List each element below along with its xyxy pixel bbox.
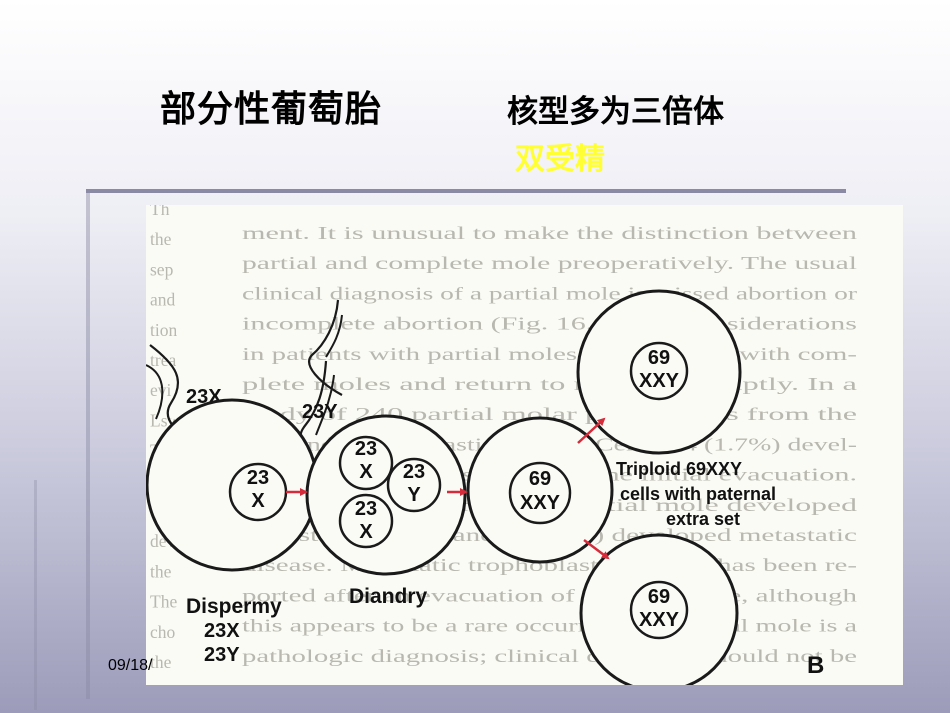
- figure-image: ment. It is unusual to make the distinct…: [146, 205, 903, 685]
- panel-label: B: [807, 652, 824, 679]
- margin-text-fragment: and: [150, 290, 176, 310]
- margin-text-fragment: The: [150, 592, 177, 612]
- margin-text-fragment: evi: [150, 380, 172, 400]
- margin-text-fragment: the: [150, 229, 172, 249]
- background-text-line: in patients with partial moles than in t…: [242, 344, 857, 364]
- margin-text-fragment: the: [150, 652, 172, 672]
- sperm-tail-diandry-2: [325, 314, 343, 358]
- diandry-nucleus-bottom-number: 23: [355, 498, 377, 520]
- dispermy-nucleus-number: 23: [247, 467, 269, 489]
- arrow-zygote-to-triploid-bottom: [583, 539, 610, 560]
- triploid-nucleus-bottom: [629, 580, 689, 640]
- background-text-line: ported after an evacuation of a partial …: [242, 585, 857, 605]
- background-text-line: this appears to be a rare occurrence. A …: [242, 616, 857, 636]
- sperm-tail-left-2: [146, 364, 164, 420]
- diandry-nucleus-top-number: 23: [355, 438, 377, 460]
- triploid-bottom-karyotype: XXY: [639, 609, 680, 631]
- background-text-line: clinical diagnosis of a partial mole is …: [242, 283, 857, 303]
- diandry-nucleus-top: [338, 435, 394, 491]
- diandry-nucleus-bottom: [338, 493, 394, 549]
- dispermy-nucleus-chromosome: X: [251, 490, 265, 512]
- slide-highlight: 双受精: [515, 142, 605, 177]
- margin-text-fragment: tion: [150, 320, 177, 340]
- diandry-nucleus-right-chromosome: Y: [407, 484, 421, 506]
- triploid-nucleus-top: [629, 341, 689, 401]
- dispermy-sperm-1: 23X: [204, 620, 240, 642]
- diandry-nucleus-bottom-chromosome: X: [359, 521, 373, 543]
- sperm-label-23y: 23Y: [302, 401, 338, 423]
- decorative-left-rule-2: [34, 480, 37, 710]
- decorative-top-rule: [86, 189, 846, 193]
- slide-title: 部分性葡萄胎: [160, 89, 383, 130]
- margin-text-fragment: sep: [150, 259, 174, 279]
- zygote-number: 69: [529, 468, 551, 490]
- zygote-karyotype: XXY: [520, 492, 561, 514]
- arrow-zygote-to-triploid-top: [577, 417, 606, 444]
- triploid-top-karyotype: XXY: [639, 370, 680, 392]
- triploid-caption-line-1: Triploid 69XXY: [616, 459, 742, 479]
- background-text-line: ment. It is unusual to make the distinct…: [242, 223, 857, 243]
- diandry-caption: Diandry: [349, 585, 428, 608]
- zygote-nucleus: [508, 461, 572, 525]
- margin-text-fragment: Th: [150, 205, 170, 219]
- diandry-nucleus-right: [386, 457, 442, 513]
- sperm-tail-right-2: [315, 374, 335, 436]
- dispermy-caption: Dispermy: [186, 595, 282, 618]
- triploid-top-number: 69: [648, 347, 670, 369]
- sperm-tail-diandry: [308, 299, 343, 396]
- triploid-caption-line-3: extra set: [666, 509, 740, 529]
- margin-text-fragment: the: [150, 561, 172, 581]
- diandry-egg: [305, 414, 467, 576]
- slide-subtitle: 核型多为三倍体: [507, 94, 724, 130]
- diandry-nucleus-right-number: 23: [403, 461, 425, 483]
- diandry-nucleus-top-chromosome: X: [359, 461, 373, 483]
- date-label: 09/18/: [108, 657, 153, 674]
- triploid-bottom-number: 69: [648, 586, 670, 608]
- diagram-svg: ment. It is unusual to make the distinct…: [146, 205, 857, 685]
- background-text-line: pathologic diagnosis; clinical diagnosis…: [242, 646, 857, 666]
- dispermy-sperm-2: 23Y: [204, 644, 240, 666]
- margin-text-fragment: cho: [150, 622, 176, 642]
- triploid-caption-line-2: cells with paternal: [620, 484, 776, 504]
- decorative-left-rule: [86, 189, 90, 699]
- background-text-line: partial and complete mole preoperatively…: [242, 253, 857, 273]
